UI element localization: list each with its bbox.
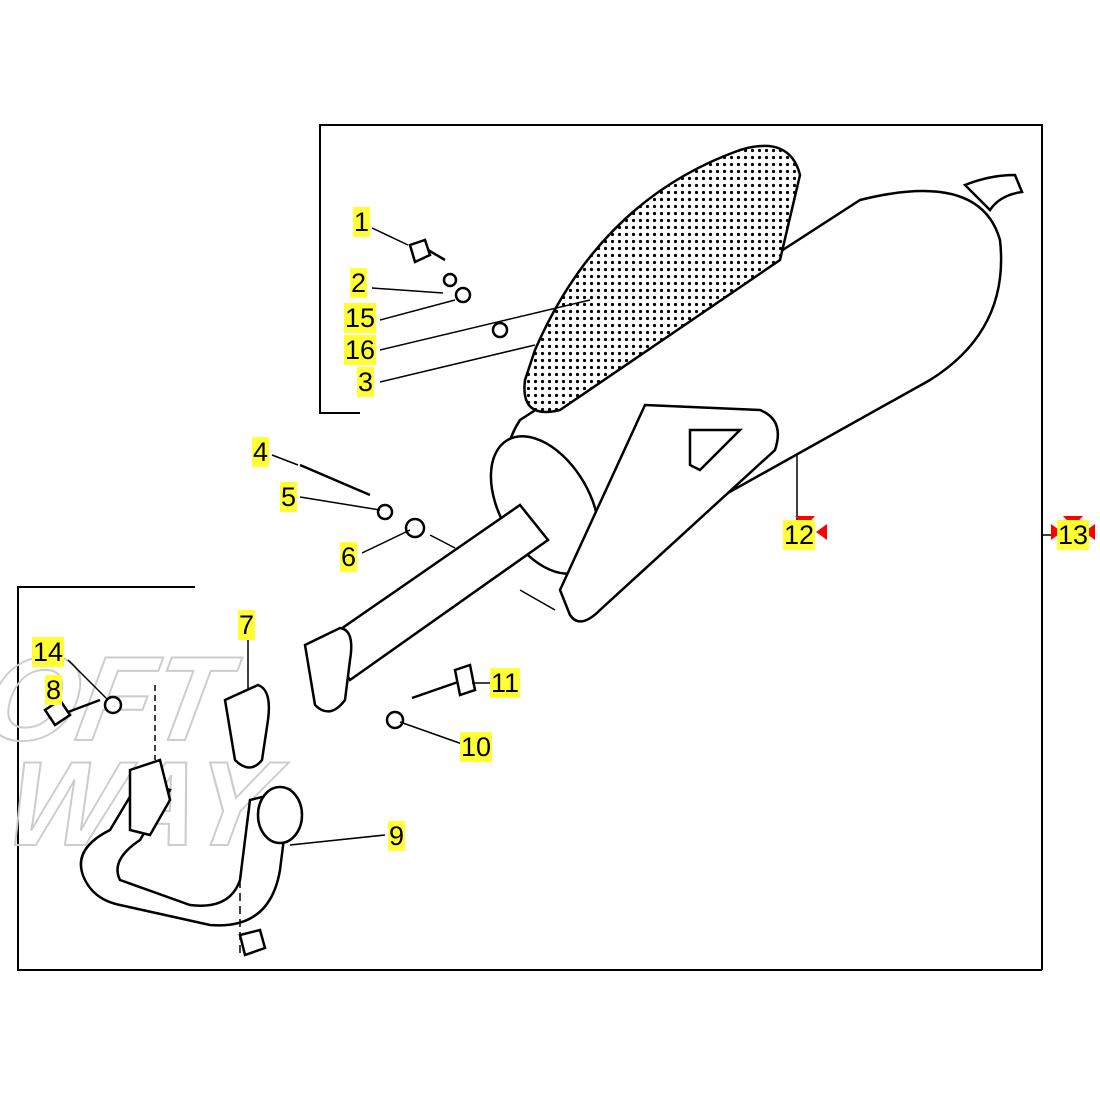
bolt-1 bbox=[408, 238, 432, 264]
callout-13[interactable]: 13 bbox=[1057, 520, 1090, 550]
bolt-11 bbox=[453, 663, 477, 697]
callout-12[interactable]: 12 bbox=[783, 520, 816, 550]
lower-frame bbox=[17, 586, 1042, 971]
callout-10[interactable]: 10 bbox=[460, 732, 493, 762]
callout-16[interactable]: 16 bbox=[344, 335, 377, 365]
heat-shield bbox=[523, 144, 802, 414]
callout-8[interactable]: 8 bbox=[45, 675, 63, 705]
pipe-flange bbox=[303, 626, 353, 713]
callout-2[interactable]: 2 bbox=[350, 268, 368, 298]
callout-5[interactable]: 5 bbox=[280, 482, 298, 512]
callout-7[interactable]: 7 bbox=[238, 610, 256, 640]
gasket bbox=[223, 683, 271, 769]
callout-9[interactable]: 9 bbox=[388, 821, 406, 851]
callout-3[interactable]: 3 bbox=[357, 367, 375, 397]
selection-markers bbox=[783, 516, 1095, 548]
upper-frame bbox=[319, 124, 1043, 970]
mount-bracket bbox=[558, 403, 780, 623]
callout-14[interactable]: 14 bbox=[32, 637, 65, 667]
callout-1[interactable]: 1 bbox=[353, 207, 371, 237]
callout-15[interactable]: 15 bbox=[344, 303, 377, 333]
exhaust-pipe bbox=[323, 503, 550, 682]
callout-6[interactable]: 6 bbox=[340, 542, 358, 572]
callout-11[interactable]: 11 bbox=[490, 668, 521, 698]
callout-4[interactable]: 4 bbox=[252, 437, 270, 467]
